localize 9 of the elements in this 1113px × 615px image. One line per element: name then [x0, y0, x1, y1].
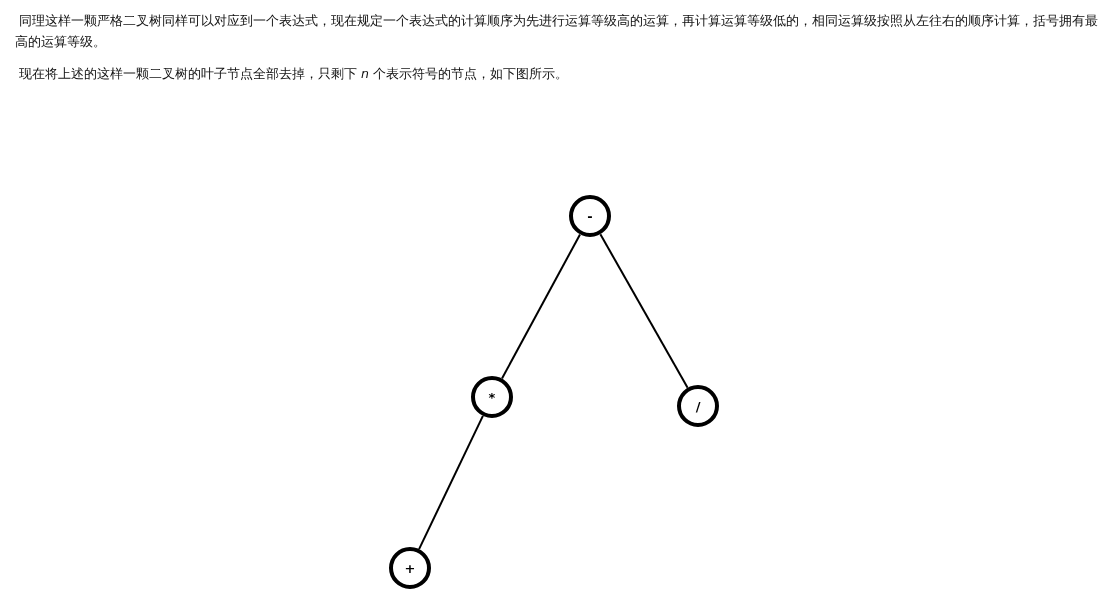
tree-edge: [599, 233, 689, 389]
tree-edge: [501, 233, 581, 380]
tree-node: +: [389, 547, 431, 589]
tree-node: *: [471, 376, 513, 418]
paragraph: 同理这样一颗严格二叉树同样可以对应到一个表达式，现在规定一个表达式的计算顺序为先进行运算等级高的运算，再计算运算等级低的，相同运算级按照从左往右的顺序计算，括号拥有最高的运算等级。: [15, 12, 1099, 51]
paragraph: 现在将上述的这样一颗二叉树的叶子节点全部去掉，只剩下 n 个表示符号的节点，如下图所示。: [18, 65, 569, 83]
tree-edge: [418, 414, 484, 551]
tree-node: /: [677, 385, 719, 427]
tree-node: -: [569, 195, 611, 237]
